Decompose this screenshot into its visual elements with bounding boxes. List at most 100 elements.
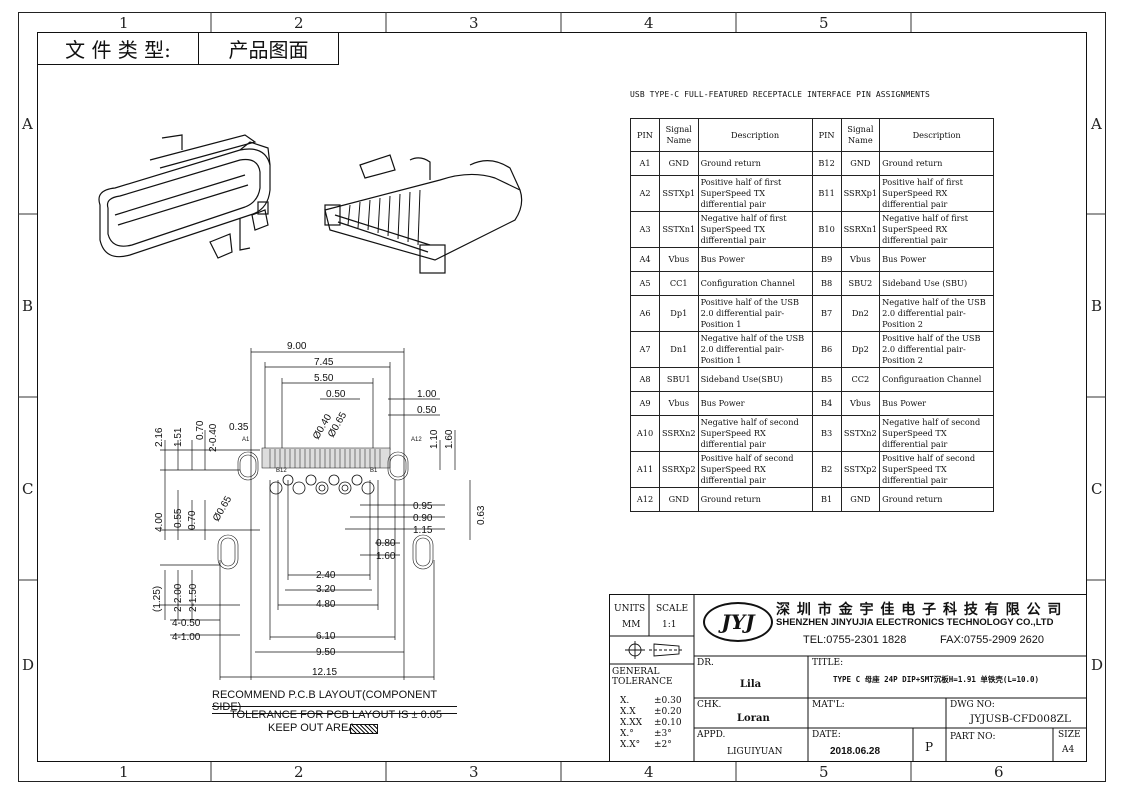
- pin-a-cell: A12: [630, 487, 660, 512]
- company-name-cn: 深 圳 市 金 宇 佳 电 子 科 技 有 限 公 司: [776, 602, 1063, 618]
- zone-left-D: D: [22, 656, 35, 674]
- pin-b-cell: B3: [811, 415, 842, 452]
- pin-a-cell: A9: [630, 391, 660, 416]
- description-a-cell: Negative half of first SuperSpeed TX dif…: [697, 211, 813, 248]
- tolerance-key: X.: [620, 696, 630, 706]
- signal-a-cell: SSRXn2: [659, 415, 699, 452]
- signal-a-cell: SSTXp1: [659, 175, 699, 212]
- dim-left-2: 0.70: [195, 420, 206, 440]
- dim-right-5: 0.63: [476, 505, 487, 525]
- pin-b-cell: B12: [811, 151, 842, 176]
- approved-by-value: LIGUIYUAN: [727, 747, 783, 757]
- pin-a-cell: A10: [630, 415, 660, 452]
- material-label: MAT'L:: [812, 700, 845, 710]
- signal-a-cell: GND: [659, 487, 699, 512]
- dim-bottom-4: 9.50: [316, 647, 336, 658]
- zone-left-B: B: [22, 297, 34, 315]
- dim-left-1: 1.51: [173, 427, 184, 447]
- tolerance-key: X.°: [620, 729, 634, 739]
- col-header-desc-a: Description: [697, 118, 813, 152]
- approved-by-label: APPD.: [697, 730, 726, 740]
- pin-label-b12: B12: [276, 468, 287, 474]
- document-type-box: 文 件 类 型: 产品图面: [37, 32, 339, 65]
- dim-left-4: 0.35: [229, 422, 249, 433]
- description-b-cell: Sideband Use (SBU): [879, 271, 995, 296]
- dim-right-0: 1.10: [429, 429, 440, 449]
- description-a-cell: Configuration Channel: [697, 271, 813, 296]
- zone-right-D: D: [1091, 656, 1104, 674]
- table-header-row: PIN Signal Name Description PIN Signal N…: [630, 118, 995, 152]
- description-b-cell: Positive half of second SuperSpeed TX di…: [879, 451, 995, 488]
- pin-b-cell: B5: [811, 367, 842, 392]
- scale-value: 1:1: [662, 620, 677, 630]
- col-header-desc-b: Description: [879, 118, 995, 152]
- pcb-layout-drawing: 9.00 7.45 5.50 0.50 1.00 0.50 0.35 2.16 …: [152, 341, 487, 680]
- pin-a-cell: A7: [630, 331, 660, 368]
- drawing-number-value: JYJUSB-CFD008ZL: [970, 713, 1071, 725]
- units-label: UNITS: [614, 604, 646, 614]
- signal-a-cell: Vbus: [659, 247, 699, 272]
- tolerance-value: ±0.30: [654, 696, 682, 706]
- connector-front-view-illustration: [98, 134, 271, 259]
- description-b-cell: Ground return: [879, 487, 995, 512]
- signal-b-cell: SBU2: [840, 271, 881, 296]
- tolerance-value: ±2°: [654, 740, 672, 750]
- zone-top-5: 5: [819, 14, 829, 32]
- pin-table-title: USB TYPE-C FULL-FEATURED RECEPTACLE INTE…: [630, 90, 930, 99]
- date-label: DATE:: [812, 730, 841, 740]
- company-logo: JYJ: [703, 602, 773, 642]
- dim-right-4: 1.15: [413, 525, 433, 536]
- dim-top-1: 7.45: [314, 357, 334, 368]
- dim-bottom-3: 6.10: [316, 631, 336, 642]
- pin-a-cell: A6: [630, 295, 660, 332]
- pin-b-cell: B9: [811, 247, 842, 272]
- zone-left-C: C: [22, 480, 34, 498]
- description-b-cell: Positive half of first SuperSpeed RX dif…: [879, 175, 995, 212]
- dim-left-10: 2-1.50: [188, 583, 199, 612]
- pin-b-cell: B1: [811, 487, 842, 512]
- pcb-layout-title: RECOMMEND P.C.B LAYOUT(COMPONENT SIDE): [212, 689, 457, 714]
- zone-top-1: 1: [119, 14, 129, 32]
- pin-b-cell: B7: [811, 295, 842, 332]
- description-a-cell: Positive half of the USB 2.0 differentia…: [697, 295, 813, 332]
- tolerance-row: X.X±0.20: [620, 707, 682, 718]
- company-fax: FAX:0755-2909 2620: [940, 634, 1044, 646]
- company-logo-text: JYJ: [721, 610, 755, 634]
- description-a-cell: Ground return: [697, 487, 813, 512]
- col-header-pin-b: PIN: [811, 118, 842, 152]
- pin-label-a12: A12: [411, 437, 422, 443]
- signal-b-cell: SSTXp2: [840, 451, 881, 488]
- pin-label-a1: A1: [242, 437, 250, 443]
- zone-top-3: 3: [469, 14, 479, 32]
- dim-right-7: 1.60: [376, 551, 396, 562]
- dim-right-2: 0.95: [413, 501, 433, 512]
- drawing-number-label: DWG NO:: [950, 700, 995, 710]
- size-label: SIZE: [1058, 730, 1081, 740]
- description-b-cell: Configuraation Channel: [879, 367, 995, 392]
- pin-b-cell: B6: [811, 331, 842, 368]
- keep-out-note: KEEP OUT AREA: [268, 722, 356, 734]
- tolerance-value: ±3°: [654, 729, 672, 739]
- description-a-cell: Negative half of second SuperSpeed RX di…: [697, 415, 813, 452]
- pcb-tolerance-note: TOLERANCE FOR PCB LAYOUT IS ± 0.05: [230, 709, 443, 721]
- description-b-cell: Bus Power: [879, 247, 995, 272]
- col-header-pin-a: PIN: [630, 118, 660, 152]
- tolerance-value: ±0.10: [654, 718, 682, 728]
- title-block: [609, 594, 1087, 762]
- part-number-label: PART NO:: [950, 732, 996, 742]
- tolerance-row: X.° ±3°: [620, 729, 682, 740]
- description-b-cell: Negative half of first SuperSpeed RX dif…: [879, 211, 995, 248]
- dim-bottom-0: 2.40: [316, 570, 336, 581]
- dim-left-7: 0.70: [187, 510, 198, 530]
- tolerance-key: X.X°: [620, 740, 641, 750]
- pin-b-cell: B2: [811, 451, 842, 488]
- description-a-cell: Negative half of the USB 2.0 differentia…: [697, 331, 813, 368]
